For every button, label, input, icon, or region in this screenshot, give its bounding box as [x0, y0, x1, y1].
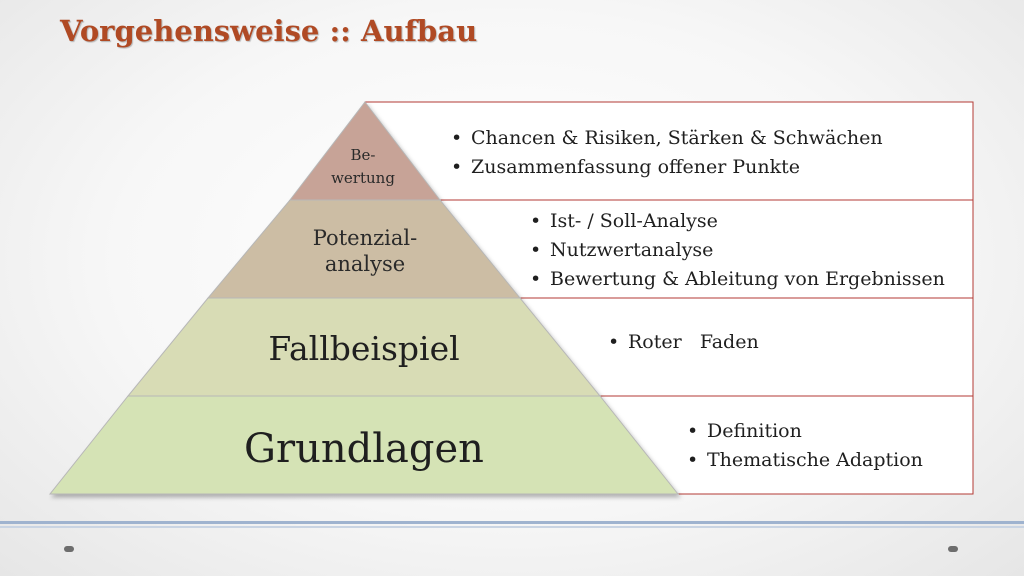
list-item: Definition [687, 417, 923, 446]
list-item: Roter Faden [608, 328, 759, 357]
list-item: Ist- / Soll-Analyse [530, 207, 945, 236]
potenzialanalyse-label-line-1: Potenzial- [313, 226, 417, 250]
fallbeispiel-bullet-list: Roter Faden [608, 328, 759, 357]
pyramid-level-grundlagen [48, 395, 680, 495]
list-item: Nutzwertanalyse [530, 236, 945, 265]
footer-dot-left [64, 546, 74, 552]
bewertung-label-line-2: wertung [331, 169, 395, 187]
fallbeispiel-label: Fallbeispiel [268, 329, 459, 368]
potenzialanalyse-bullet-list: Ist- / Soll-Analyse Nutzwertanalyse Bewe… [530, 207, 945, 294]
grundlagen-bullet-list: Definition Thematische Adaption [687, 417, 923, 475]
footer-divider-secondary [0, 526, 1024, 528]
list-item: Thematische Adaption [687, 446, 923, 475]
bewertung-label-line-1: Be- [351, 146, 376, 164]
footer-divider [0, 521, 1024, 524]
list-item: Zusammenfassung offener Punkte [451, 153, 883, 182]
list-item: Bewertung & Ableitung von Ergebnissen [530, 265, 945, 294]
list-item: Chancen & Risiken, Stärken & Schwächen [451, 124, 883, 153]
slide-title: Vorgehensweise :: Aufbau [60, 14, 478, 48]
grundlagen-label: Grundlagen [244, 426, 484, 472]
potenzialanalyse-label-line-2: analyse [325, 252, 405, 276]
bewertung-bullet-list: Chancen & Risiken, Stärken & Schwächen Z… [451, 124, 883, 182]
footer-dot-right [948, 546, 958, 552]
